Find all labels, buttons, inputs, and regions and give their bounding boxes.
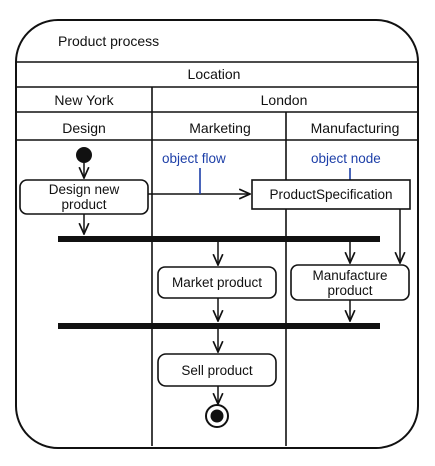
action-market-product-label: Market product — [172, 275, 262, 290]
object-node-product-specification-label: ProductSpecification — [269, 187, 392, 202]
action-manufacture-product-line1: Manufacture — [312, 268, 387, 283]
swimlane-marketing-label: Marketing — [189, 120, 250, 136]
action-design-new-product-line2: product — [61, 197, 106, 212]
action-manufacture-product-line2: product — [327, 283, 372, 298]
diagram-title: Product process — [58, 33, 159, 49]
partition-location-label: Location — [188, 66, 241, 82]
diagram-frame — [15, 19, 419, 449]
swimlane-manufacturing-label: Manufacturing — [311, 120, 400, 136]
final-node-inner — [210, 409, 224, 423]
initial-node — [76, 147, 92, 163]
annotation-object-flow: object flow — [162, 151, 226, 166]
fork-bar — [58, 236, 380, 242]
swimlane-design-label: Design — [62, 120, 106, 136]
join-bar — [58, 323, 380, 329]
annotation-object-node: object node — [311, 151, 381, 166]
action-sell-product-label: Sell product — [181, 363, 253, 378]
action-market-product — [157, 266, 277, 299]
partition-new-york-label: New York — [54, 92, 114, 108]
partition-london-label: London — [261, 92, 308, 108]
action-design-new-product-line1: Design new — [49, 182, 120, 197]
action-sell-product — [157, 353, 277, 387]
object-node-product-specification — [251, 179, 411, 210]
